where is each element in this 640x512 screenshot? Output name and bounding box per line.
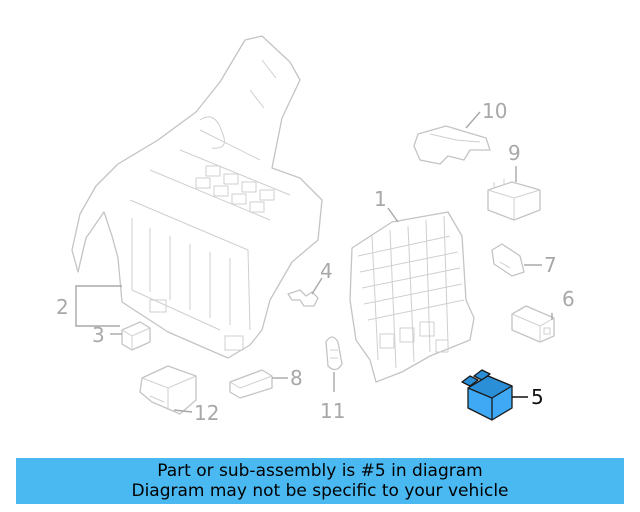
part-10-connector [413, 125, 491, 165]
part-7-fuse [491, 243, 525, 277]
part-5-relay-highlighted [461, 369, 513, 421]
part-6-relay [511, 305, 555, 343]
callout-11: 11 [320, 399, 345, 423]
callout-10: 10 [482, 99, 507, 123]
parts-diagram: 1 2 3 4 5 6 7 8 9 10 11 12 [56, 35, 575, 425]
part-3-clip [121, 321, 151, 351]
leader-lines [75, 111, 553, 413]
banner-line-1: Part or sub-assembly is #5 in diagram [157, 461, 483, 481]
callout-7: 7 [544, 253, 557, 277]
info-banner: Part or sub-assembly is #5 in diagram Di… [16, 458, 624, 504]
callout-5: 5 [531, 385, 544, 409]
callout-6: 6 [562, 287, 575, 311]
banner-line-2: Diagram may not be specific to your vehi… [131, 481, 509, 501]
callout-2: 2 [56, 295, 69, 319]
callout-3: 3 [92, 323, 105, 347]
part-4-bolt [287, 289, 319, 307]
part-11-sensor [325, 336, 343, 371]
part-12-bracket [139, 365, 197, 415]
fuse-box-bracket [71, 35, 323, 359]
callout-4: 4 [320, 259, 333, 283]
part-8-connector [229, 369, 273, 399]
relay-block [349, 211, 475, 383]
callout-9: 9 [508, 141, 521, 165]
callout-1: 1 [374, 187, 387, 211]
callout-12: 12 [194, 401, 219, 425]
part-9-relay [487, 179, 541, 221]
callout-8: 8 [290, 366, 303, 390]
